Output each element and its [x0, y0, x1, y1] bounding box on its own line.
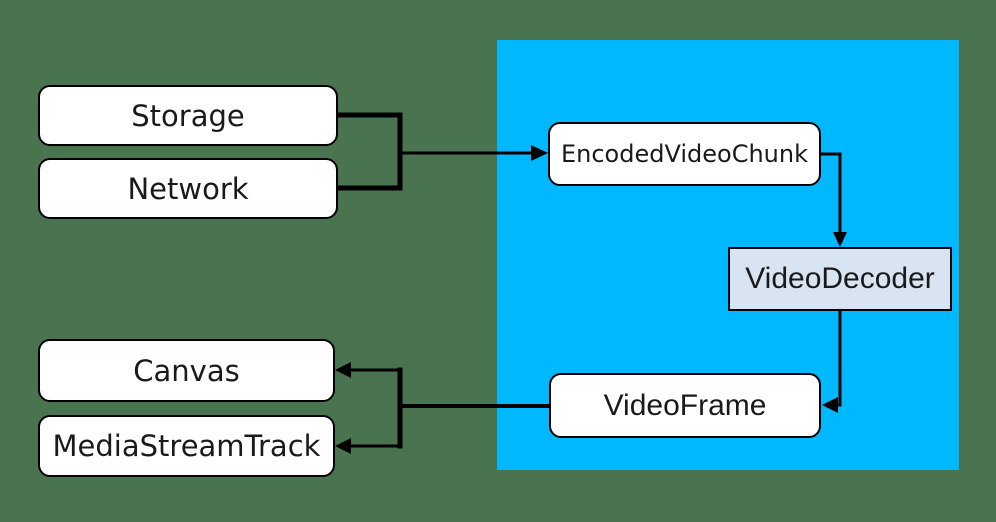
node-video-decoder: VideoDecoder: [728, 247, 952, 311]
edge-video-frame-to-canvas-and-media-stream-track: [335, 362, 549, 454]
node-network: Network: [38, 158, 338, 219]
arrowhead-down-icon: [833, 232, 847, 247]
arrowhead-left-icon: [822, 397, 838, 413]
node-video-frame: VideoFrame: [549, 373, 821, 438]
node-storage: Storage: [38, 85, 338, 146]
edge-encoded-video-chunk-to-video-decoder: [821, 152, 847, 247]
arrowhead-right-icon: [531, 145, 548, 161]
edge-video-decoder-to-video-frame: [822, 311, 842, 413]
arrowhead-left-icon: [335, 362, 351, 378]
node-encoded-video-chunk: EncodedVideoChunk: [548, 122, 821, 186]
node-canvas: Canvas: [38, 339, 335, 402]
node-media-stream-track: MediaStreamTrack: [38, 415, 335, 477]
arrowhead-left-icon: [335, 438, 351, 454]
edge-storage-network-to-encoded-video-chunk: [338, 112, 548, 191]
